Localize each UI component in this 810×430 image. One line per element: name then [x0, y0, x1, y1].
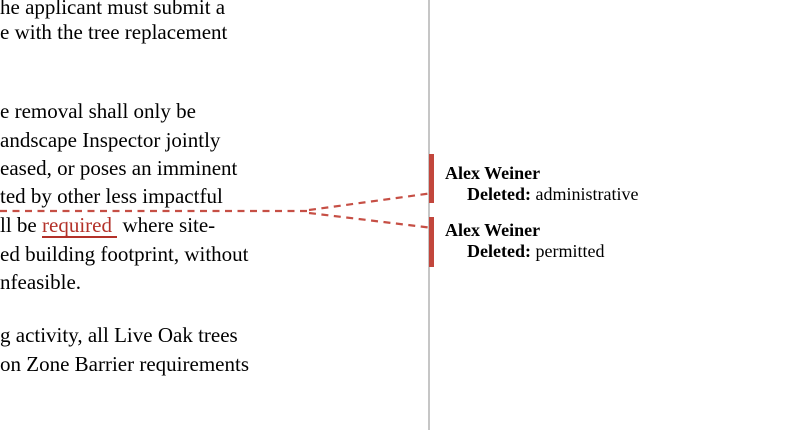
inserted-text[interactable]: required	[42, 213, 118, 238]
document-line[interactable]: andscape Inspector jointly	[0, 128, 221, 152]
document-line[interactable]: eased, or poses an imminent	[0, 156, 238, 180]
revision-action-label: Deleted:	[467, 240, 531, 261]
document-line[interactable]: nfeasible.	[0, 270, 82, 294]
document-line[interactable]: e removal shall only be	[0, 99, 196, 123]
document-line[interactable]: on Zone Barrier requirements	[0, 352, 249, 376]
page-boundary-line	[428, 0, 430, 430]
document-line[interactable]: g activity, all Live Oak trees	[0, 323, 238, 347]
document-line-with-insertion[interactable]: ll be required where site-	[0, 215, 215, 238]
revision-balloon-bar	[429, 154, 434, 203]
document-line[interactable]: e with the tree replacement	[0, 20, 228, 44]
revision-deleted-text: permitted	[535, 240, 605, 261]
revision-balloon-bar	[429, 217, 434, 267]
document-line[interactable]: ted by other less impactful	[0, 184, 223, 208]
document-line[interactable]: he applicant must submit a	[0, 0, 226, 19]
revision-change-line: Deleted: administrative	[445, 184, 638, 205]
text-run: where site-	[117, 213, 216, 237]
revision-balloon-1[interactable]: Alex Weiner Deleted: administrative	[445, 163, 638, 204]
revision-author: Alex Weiner	[445, 220, 541, 240]
revision-deleted-text: administrative	[535, 183, 639, 204]
revision-action-label: Deleted:	[467, 183, 531, 204]
text-run: ll be	[0, 213, 42, 237]
document-line[interactable]: ed building footprint, without	[0, 242, 249, 266]
revision-change-line: Deleted: permitted	[445, 241, 604, 262]
document-text-area[interactable]: he applicant must submit a e with the tr…	[0, 0, 428, 430]
revision-author: Alex Weiner	[445, 163, 541, 183]
revision-balloon-2[interactable]: Alex Weiner Deleted: permitted	[445, 220, 604, 261]
